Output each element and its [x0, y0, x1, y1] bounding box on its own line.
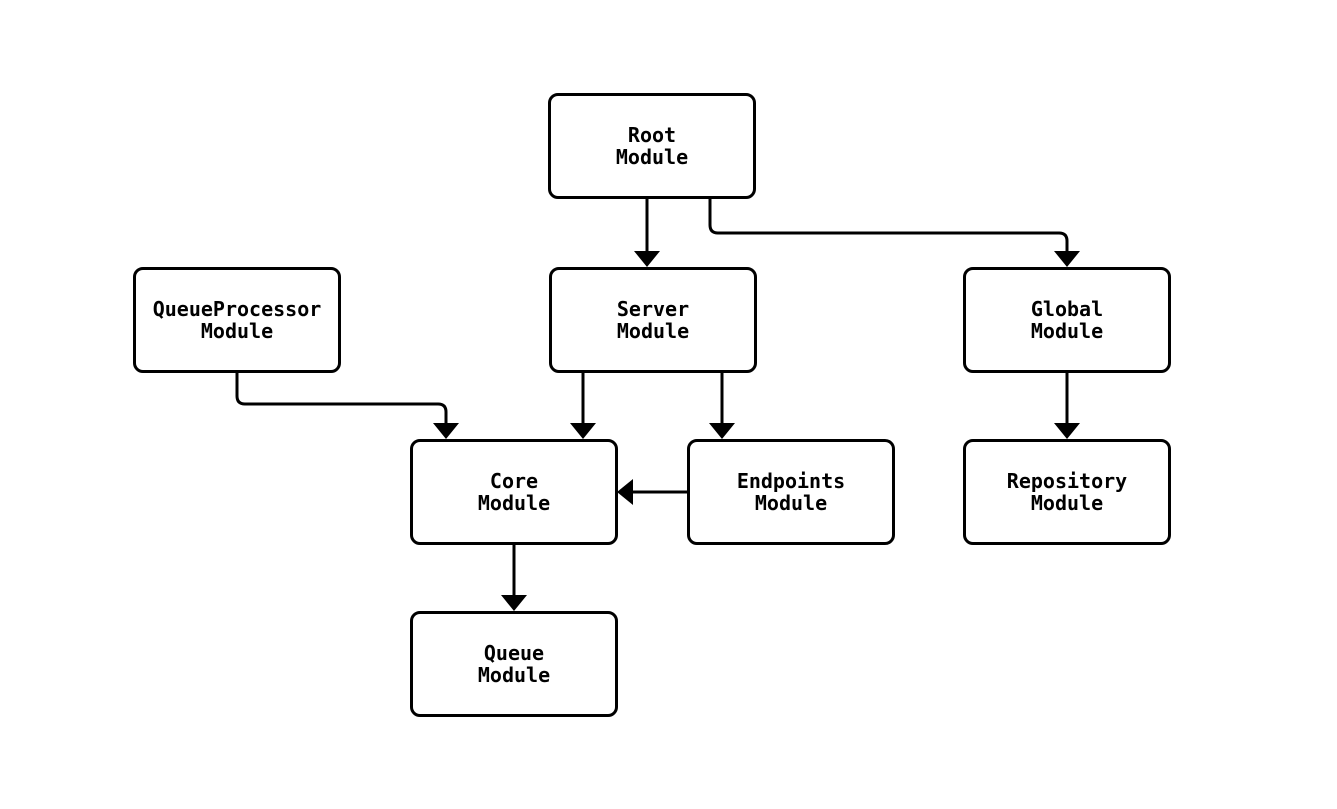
edge-server-to-endpoints — [709, 373, 735, 439]
node-server-module: Server Module — [549, 267, 757, 373]
edge-root-to-server — [634, 199, 660, 267]
edge-global-to-repository — [1054, 373, 1080, 439]
edge-root-to-global — [708, 199, 1080, 267]
node-core-module: Core Module — [410, 439, 618, 545]
node-endpoints-module: Endpoints Module — [687, 439, 895, 545]
node-queue-module: Queue Module — [410, 611, 618, 717]
edge-core-to-queue — [501, 545, 527, 611]
edge-endpoints-to-core — [617, 479, 687, 505]
node-global-module: Global Module — [963, 267, 1171, 373]
edge-server-to-core — [570, 373, 596, 439]
edge-queueprocessor-to-core — [235, 373, 459, 439]
node-repository-module: Repository Module — [963, 439, 1171, 545]
node-root-module: Root Module — [548, 93, 756, 199]
node-queueprocessor-module: QueueProcessor Module — [133, 267, 341, 373]
